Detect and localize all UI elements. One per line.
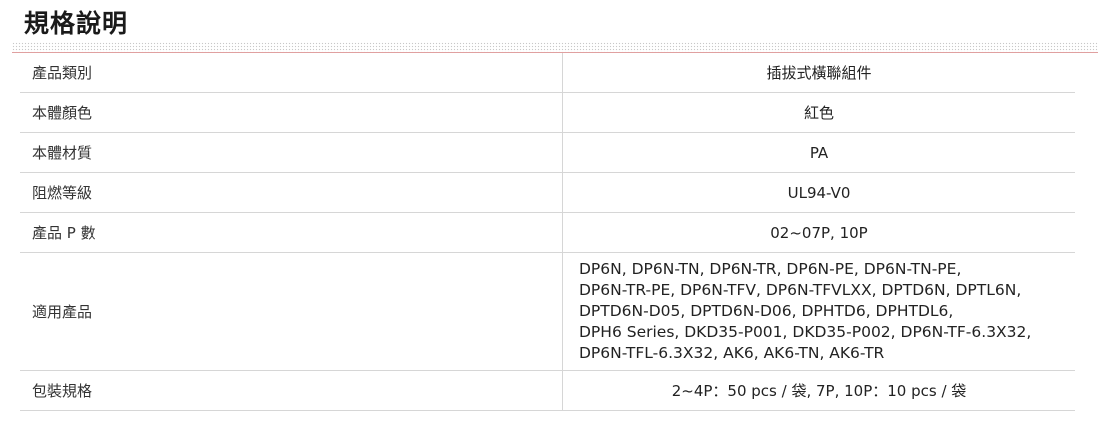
- spec-value: 2~4P：50 pcs / 袋, 7P, 10P：10 pcs / 袋: [562, 370, 1075, 411]
- spec-label: 適用產品: [20, 252, 563, 371]
- dotted-divider: [12, 42, 1098, 52]
- product-line: DP6N-TFL-6.3X32, AK6, AK6-TN, AK6-TR: [579, 344, 885, 362]
- product-line: DPTD6N-D05, DPTD6N-D06, DPHTD6, DPHTDL6,: [579, 302, 954, 320]
- table-row: 產品類別 插拔式橫聯組件: [20, 53, 1075, 93]
- table-row: 產品 P 數 02~07P, 10P: [20, 212, 1075, 253]
- spec-label: 阻燃等級: [20, 172, 563, 213]
- spec-label: 產品 P 數: [20, 212, 563, 253]
- table-row: 包裝規格 2~4P：50 pcs / 袋, 7P, 10P：10 pcs / 袋: [20, 370, 1075, 411]
- spec-label: 本體材質: [20, 132, 563, 173]
- product-line: DP6N, DP6N-TN, DP6N-TR, DP6N-PE, DP6N-TN…: [579, 260, 962, 278]
- table-row: 本體顏色 紅色: [20, 92, 1075, 133]
- product-line: DP6N-TR-PE, DP6N-TFV, DP6N-TFVLXX, DPTD6…: [579, 281, 1022, 299]
- spec-value: UL94-V0: [562, 172, 1075, 213]
- table-row: 適用產品 DP6N, DP6N-TN, DP6N-TR, DP6N-PE, DP…: [20, 252, 1075, 371]
- spec-label: 產品類別: [20, 53, 563, 93]
- spec-label: 本體顏色: [20, 92, 563, 133]
- spec-value: 插拔式橫聯組件: [562, 53, 1075, 93]
- accent-line: [12, 52, 1098, 53]
- page-title: 規格說明: [24, 9, 129, 38]
- spec-value: PA: [562, 132, 1075, 173]
- spec-value-list: DP6N, DP6N-TN, DP6N-TR, DP6N-PE, DP6N-TN…: [562, 252, 1075, 371]
- product-line: DPH6 Series, DKD35-P001, DKD35-P002, DP6…: [579, 323, 1032, 341]
- spec-value: 02~07P, 10P: [562, 212, 1075, 253]
- table-row: 本體材質 PA: [20, 132, 1075, 173]
- spec-value: 紅色: [562, 92, 1075, 133]
- table-row: 阻燃等級 UL94-V0: [20, 172, 1075, 213]
- spec-table: 產品類別 插拔式橫聯組件 本體顏色 紅色 本體材質 PA 阻燃等級 UL94-V…: [20, 53, 1075, 411]
- spec-label: 包裝規格: [20, 370, 563, 411]
